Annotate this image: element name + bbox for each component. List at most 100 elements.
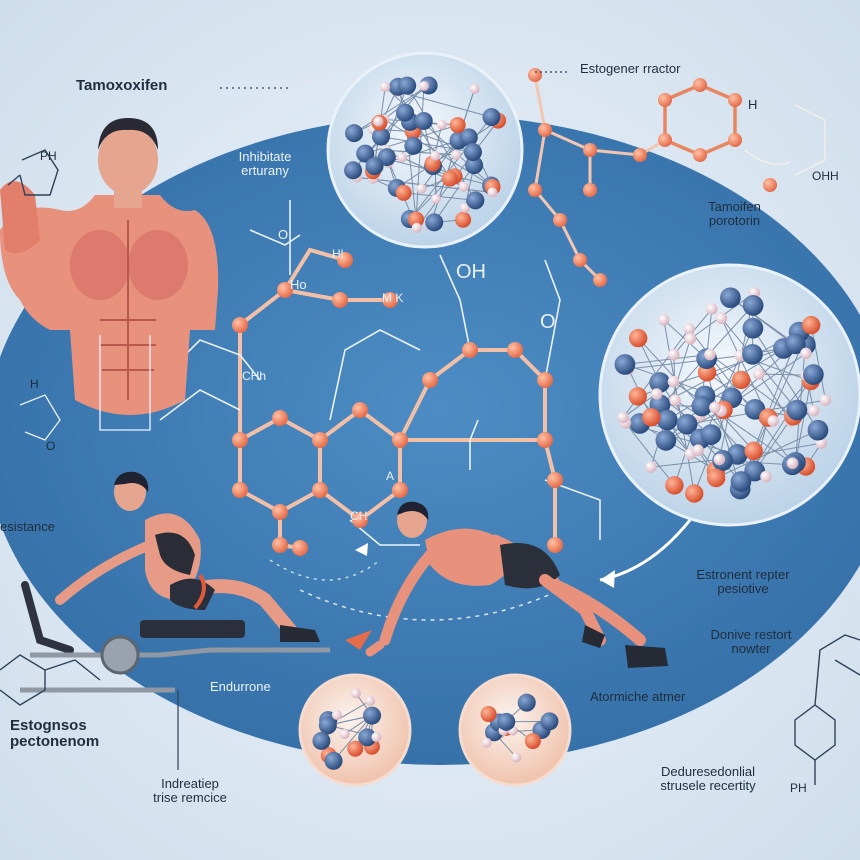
blue-atom [459,128,478,147]
label-estronent-repter: Estronent repter pesiotive [668,568,818,595]
chain-node [658,133,672,147]
pink-atom [617,411,629,424]
label-tamoifen-porotorin: Tamoifen porotorin [682,200,787,227]
orange-atom [480,706,497,723]
bottom-right-structure [794,634,860,785]
label-inhibitate: Inhibitate erturany [210,150,320,177]
scaffold-node [312,482,328,498]
orange-atom [395,184,412,201]
upper-chain-nodes [528,68,777,287]
atom-bond [715,429,819,479]
blue-atom [742,295,764,316]
blue-atom [398,76,417,95]
label-indreatiep: Indreatiep trise remcice [125,777,255,804]
blue-atom [312,731,331,750]
label-estogener-rractor: Estogener rractor [580,61,681,76]
scaffold-node [277,282,293,298]
blue-atom [345,124,364,143]
arrow-head-icon [600,570,615,588]
chain-node [593,273,607,287]
blue-atom [655,430,677,451]
pink-atom [650,388,663,400]
pink-atom [451,149,462,160]
chain-node [763,178,777,192]
pink-atom [373,116,384,127]
label-tamoifen-line2: porotorin [708,212,761,228]
atom-bond [721,317,798,411]
blue-atom [425,213,444,232]
orange-atom [801,315,821,335]
pink-atom [713,453,726,466]
atom-bond [666,347,784,421]
pink-atom [511,752,522,763]
pink-atom [460,202,471,213]
pink-atom [339,729,350,740]
orange-atom [731,370,751,390]
label-estognsos-line2: pectonenom [10,732,100,750]
chem-oh: OH [456,261,486,283]
chem-ho: Ho [290,277,307,292]
orange-atom [347,740,364,757]
pink-atom [430,193,441,204]
orange-atom [628,328,648,348]
pink-atom [683,323,695,335]
pink-atom [760,470,772,483]
label-donive-line1: Donive restort [710,627,792,642]
chain-node [553,213,567,227]
pink-atom [715,312,728,325]
blue-atom [720,287,741,309]
chem-chh: CHh [242,369,267,383]
orange-atom [408,211,425,228]
chem-o-upper: O [278,227,289,242]
blue-atom [463,143,482,162]
atom-bond [628,353,753,370]
chain-node [693,78,707,92]
blue-atom [414,111,433,130]
atom-bond [406,85,476,201]
right-bracket-lines [744,104,826,176]
label-estognsos: Estognsos pectonenom [10,718,99,750]
scaffold-node [272,410,288,426]
pink-atom [704,348,716,361]
pink-atom [684,332,697,345]
orange-atom [628,387,647,406]
pink-atom [371,732,382,743]
pink-atom [418,80,429,91]
scaffold-node [507,342,523,358]
pink-atom [668,348,680,361]
pink-atom [706,303,718,315]
dashed-arc-small [269,559,381,581]
blue-atom [614,354,636,375]
blue-atom [807,419,829,441]
spark-icon [345,630,372,650]
pink-atom [416,183,427,194]
chain-node [528,183,542,197]
label-estronent-line2: pesiotive [717,580,769,596]
blue-atom [742,343,763,365]
pink-atom [350,688,361,699]
scaffold-node [232,317,248,333]
blue-atom [786,399,808,421]
scaffold-node [547,537,563,553]
scaffold-node [547,472,563,488]
pink-atom [819,394,832,406]
pink-atom [365,695,376,706]
label-estognsos-line1: Estognsos [10,717,87,734]
pink-atom [786,457,799,470]
blue-atom [363,706,382,725]
title-tamoxoxifen: Tamoxoxifen [76,77,168,94]
molecule-nodes [232,252,563,556]
label-deduresedonlial-line1: Deduresedonlial [661,764,755,779]
label-indreatiep-line1: Indreatiep [161,776,219,791]
orange-atom [706,468,726,488]
blue-atom [803,364,824,385]
scaffold-node [352,512,368,528]
atom-bond [433,164,475,223]
label-tamoifen-line1: Tamoifen [708,199,761,214]
atom-bond [663,319,695,494]
atom-bond [353,85,429,134]
atom-bond [380,136,474,153]
blue-atom [656,409,678,431]
orange-atom [665,476,684,495]
